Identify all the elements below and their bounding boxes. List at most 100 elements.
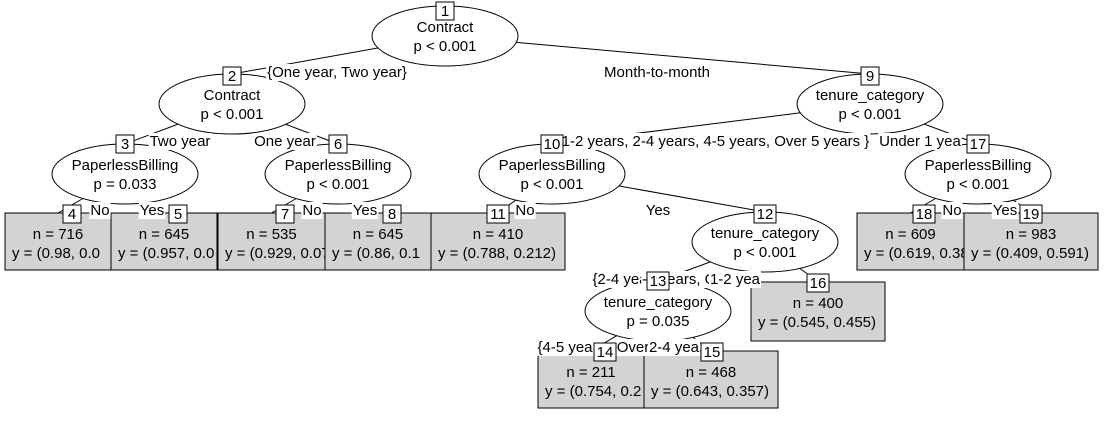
edge-label-text: Under 1 yea: [879, 133, 961, 150]
edge-label-text: {1-2 years, 2-4 years, 4-5 years, Over 5…: [557, 133, 870, 150]
edge-label: {1-2 years, 2-4 years, 4-5 years, Over 5…: [555, 133, 871, 150]
node-id-text: 11: [490, 206, 506, 223]
node-id-text: 9: [866, 68, 874, 85]
node-id-text: 14: [597, 344, 614, 361]
edge-label: {4-5 yea: [536, 339, 594, 356]
node-id-box: [700, 342, 724, 362]
edge-label-text: {2-4 yea: [592, 271, 648, 288]
edge-label: Yes: [138, 202, 166, 219]
edge-label-text: {One year, Two year}: [267, 64, 407, 81]
node-id: 4: [62, 204, 82, 224]
edge-label-text: 1-2 yea: [710, 271, 761, 288]
node-id-box: [486, 204, 510, 224]
edge-label-text: No: [515, 202, 534, 219]
edge-label: 1-2 yea: [708, 271, 762, 288]
node-id-box: [382, 204, 402, 224]
leaf-count: n = 716: [33, 226, 83, 243]
edge-label-bg: [644, 202, 672, 219]
edge-label-text: Two year: [150, 133, 211, 150]
node-id-box: [275, 204, 295, 224]
node-id-box: [966, 134, 990, 154]
node-id-text: 5: [174, 206, 182, 223]
p-value: p < 0.001: [839, 106, 902, 123]
node-id-text: 4: [68, 206, 76, 223]
edge-label-text: 2-4 yea: [649, 339, 700, 356]
node-id: 7: [275, 204, 295, 224]
leaf-count: n = 468: [686, 364, 736, 381]
node-id-box: [806, 273, 830, 293]
edge-label-text: No: [302, 202, 321, 219]
leaf-box: [537, 350, 645, 409]
edge-label-text: Yes: [353, 202, 377, 219]
leaf-proportions: y = (0.86, 0.1: [332, 245, 420, 262]
node-id-text: 8: [388, 206, 396, 223]
edge-label-bg: [647, 339, 701, 356]
node-id-text: 17: [970, 136, 987, 153]
edge-label-text: Yes: [646, 202, 670, 219]
split-variable: PaperlessBilling: [72, 157, 179, 174]
edge-label-bg: [941, 202, 963, 219]
node-id: 8: [382, 204, 402, 224]
leaf-count: n = 535: [246, 226, 296, 243]
edge-label-text: Month-to-month: [604, 64, 710, 81]
leaf-box: [324, 212, 432, 271]
node-id: 3: [115, 134, 135, 154]
split-variable: tenure_category: [711, 225, 820, 242]
edge-label-text: Yes: [993, 202, 1017, 219]
edge-label: Yes: [351, 202, 379, 219]
leaf-box: [856, 212, 965, 271]
leaf-count: n = 211: [566, 364, 615, 381]
edge-label-bg: [351, 202, 379, 219]
edge-label: {2-4 yea: [591, 271, 649, 288]
leaf-proportions: y = (0.545, 0.455): [758, 314, 876, 331]
p-value: p < 0.001: [521, 176, 584, 193]
edge-label-bg: [253, 133, 317, 150]
node-id: 13: [646, 271, 670, 291]
edge-label-bg: [615, 339, 651, 356]
node-id: 2: [222, 66, 242, 86]
node-id-box: [753, 204, 777, 224]
leaf-box: [4, 212, 112, 271]
node-id: 12: [753, 204, 777, 224]
edge-label-bg: [301, 202, 323, 219]
leaf-count: n = 400: [793, 295, 843, 312]
leaf-proportions: y = (0.929, 0.07: [225, 245, 330, 262]
p-value: p < 0.001: [307, 176, 370, 193]
node-id-box: [646, 271, 670, 291]
node-id-box: [912, 204, 936, 224]
edge-label: No: [941, 202, 963, 219]
leaf-box: [110, 212, 218, 271]
edge-label: One year: [253, 133, 317, 150]
edge-label-text: No: [942, 202, 961, 219]
leaf-proportions: y = (0.788, 0.212): [438, 245, 556, 262]
edge-label-text: Over: [617, 339, 650, 356]
node-id-box: [168, 204, 188, 224]
leaf-proportions: y = (0.754, 0.2: [545, 383, 641, 400]
edge-label-bg: [89, 202, 111, 219]
node-id-box: [328, 134, 348, 154]
split-variable: Contract: [417, 19, 475, 36]
node-id-text: 15: [704, 344, 721, 361]
leaf-count: n = 645: [353, 226, 403, 243]
node-id-text: 12: [757, 206, 774, 223]
node-id-text: 2: [228, 68, 236, 85]
node-id-box: [1019, 204, 1043, 224]
leaf-node: n = 645 y = (0.86, 0.1: [324, 212, 432, 271]
leaf-box: [217, 212, 326, 271]
edge-label: Month-to-month: [603, 64, 711, 81]
node-id-text: 13: [650, 273, 667, 290]
leaf-count: n = 609: [885, 226, 935, 243]
node-id-text: 7: [281, 206, 289, 223]
node-id-text: 19: [1023, 206, 1040, 223]
leaf-node: n = 211 y = (0.754, 0.2: [537, 350, 645, 409]
edge-label: Under 1 yea: [878, 133, 962, 150]
